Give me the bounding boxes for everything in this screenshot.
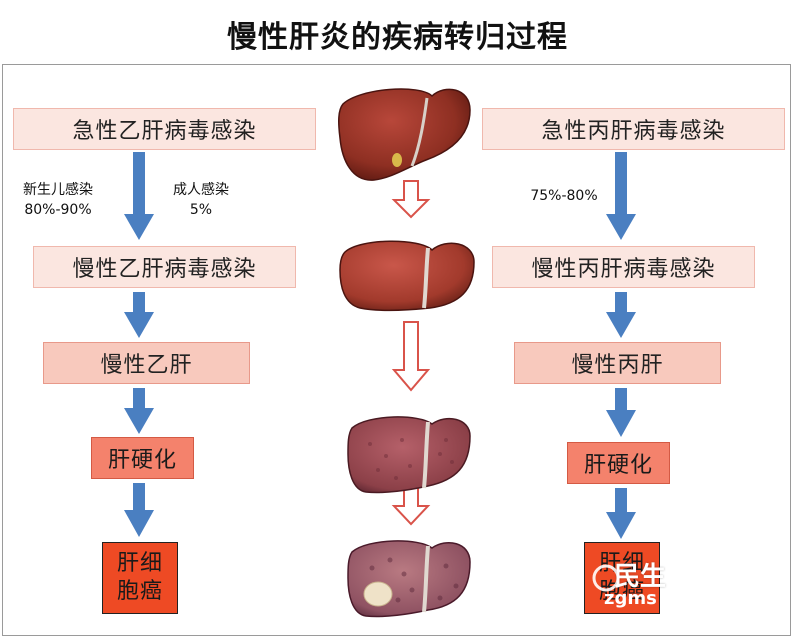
center-arrow-2 [391, 321, 431, 392]
right-arrow-2 [606, 292, 636, 338]
left-acute-hbv-label: 急性乙肝病毒感染 [72, 119, 257, 144]
left-chronic-hbv-label: 慢性乙肝病毒感染 [72, 257, 257, 282]
right-chronic-hcv-label: 慢性丙肝病毒感染 [531, 257, 716, 282]
right-arrows [606, 152, 636, 539]
liver-healthy-illustration [338, 88, 471, 181]
left-chronic-hepb-box: 慢性乙肝 [43, 342, 250, 384]
left-newborn-pct: 80%-90% [24, 202, 92, 218]
liver-fibrosis-illustration [347, 416, 471, 494]
right-pct-text: 75%-80% [530, 188, 598, 204]
right-arrow-3 [606, 388, 636, 437]
center-arrow-3 [391, 485, 431, 526]
left-hcc-line1: 肝细 [116, 551, 163, 576]
left-adult-pct: 5% [189, 202, 213, 218]
right-cirrhosis-label: 肝硬化 [583, 453, 653, 478]
left-cirrhosis-box: 肝硬化 [91, 437, 194, 479]
left-acute-hbv-box: 急性乙肝病毒感染 [13, 108, 316, 150]
right-hcc-line1: 肝细 [598, 551, 645, 576]
right-pct-label: 75%-80% [520, 186, 608, 206]
liver-cirrhosis-illustration [347, 540, 471, 618]
left-chronic-hepb-label: 慢性乙肝 [100, 353, 193, 378]
right-chronic-hcv-box: 慢性丙肝病毒感染 [492, 246, 755, 288]
left-arrow-3 [124, 388, 154, 434]
left-chronic-hbv-box: 慢性乙肝病毒感染 [33, 246, 296, 288]
right-acute-hcv-box: 急性丙肝病毒感染 [482, 108, 785, 150]
left-newborn-label: 新生儿感染 80%-90% [12, 180, 104, 220]
watermark-sub: zgms [604, 588, 657, 609]
left-arrow-4 [124, 483, 154, 537]
left-arrows [124, 152, 154, 537]
left-hcc-box: 肝细 胞癌 [102, 542, 178, 614]
left-hcc-line2: 胞癌 [116, 579, 163, 604]
watermark-circle [592, 564, 620, 592]
right-chronic-hepc-box: 慢性丙肝 [514, 342, 721, 384]
liver-inflamed-illustration [339, 240, 475, 312]
left-adult-text: 成人感染 [173, 182, 229, 198]
left-arrow-1 [124, 152, 154, 240]
page-title: 慢性肝炎的疾病转归过程 [227, 20, 568, 55]
right-arrow-4 [606, 488, 636, 539]
right-hcc-box: 肝细 胞癌 [584, 542, 660, 614]
diagram-frame [2, 64, 791, 636]
left-newborn-text: 新生儿感染 [23, 182, 93, 198]
left-cirrhosis-label: 肝硬化 [107, 448, 177, 473]
left-arrow-2 [124, 292, 154, 338]
right-hcc-line2: 胞癌 [598, 579, 645, 604]
center-arrow-1 [391, 180, 431, 219]
right-cirrhosis-box: 肝硬化 [567, 442, 670, 484]
watermark-text: 民生 [614, 562, 667, 592]
tumor-nodule [363, 581, 393, 607]
right-acute-hcv-label: 急性丙肝病毒感染 [541, 119, 726, 144]
left-adult-label: 成人感染 5% [158, 180, 244, 220]
center-arrows [391, 180, 431, 526]
right-chronic-hepc-label: 慢性丙肝 [571, 353, 664, 378]
right-arrow-1 [606, 152, 636, 240]
